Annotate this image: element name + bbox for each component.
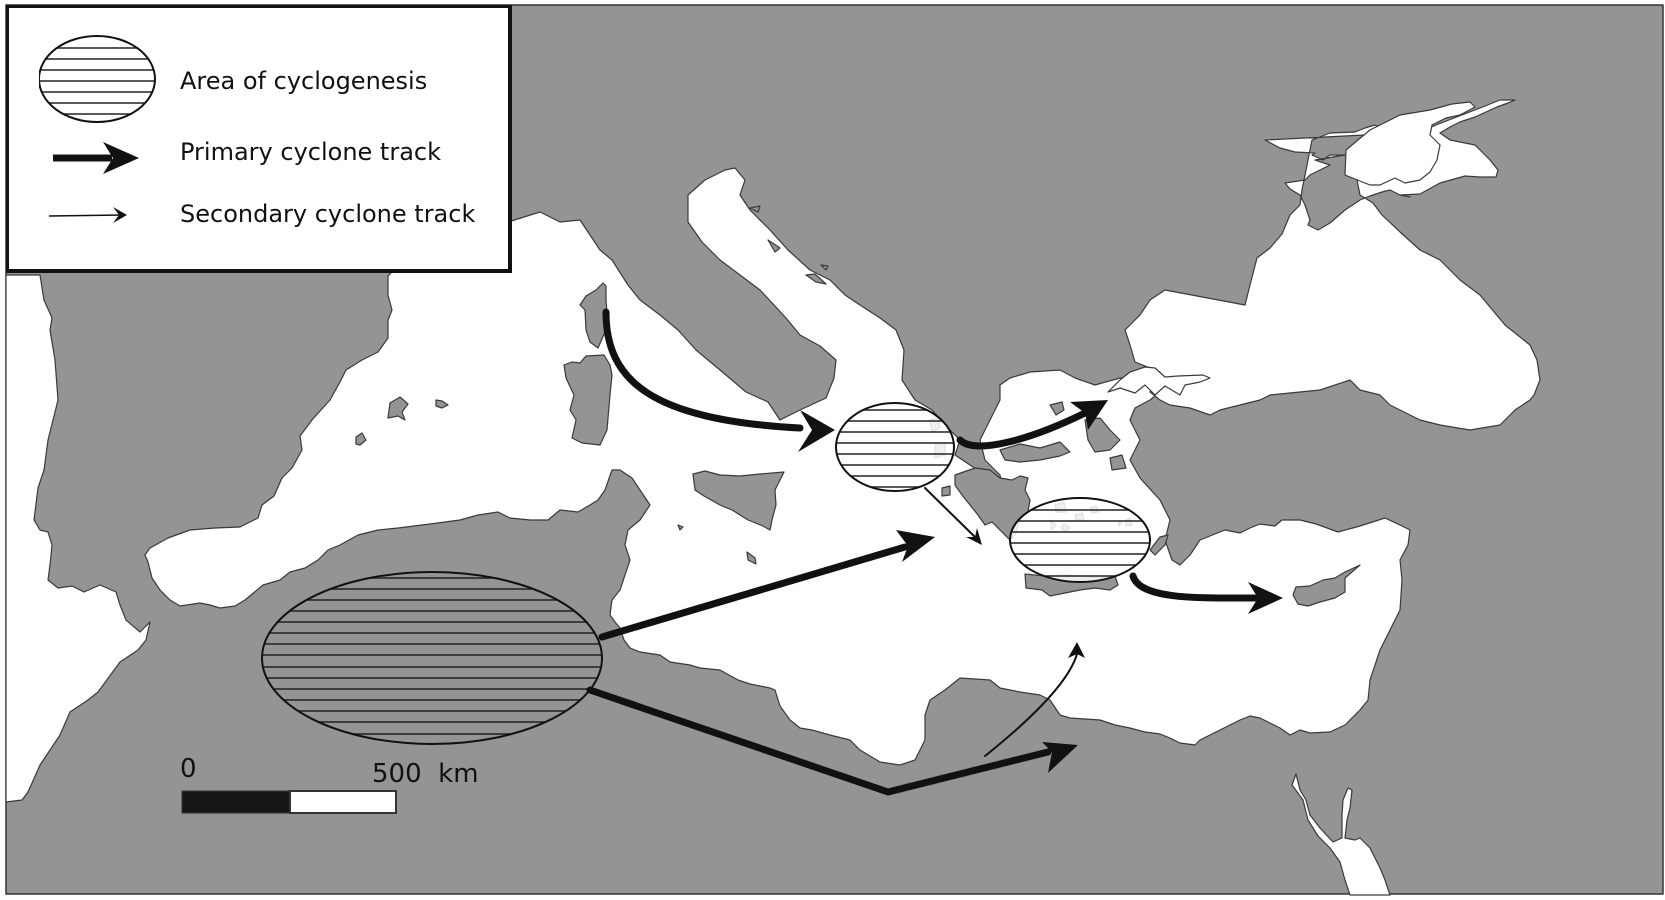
black-sea — [1124, 99, 1541, 431]
map-legend: Area of cyclogenesis Primary cyclone tra… — [6, 5, 512, 273]
thin-arrow-icon — [43, 204, 133, 232]
primary-track-aegean-cyprus — [1129, 572, 1283, 614]
islands — [355, 205, 1361, 607]
mediterranean-sea — [144, 167, 1411, 766]
legend-label-secondary-track: Secondary cyclone track — [180, 200, 476, 228]
scale-bar-white-segment — [289, 790, 397, 814]
secondary-track-ionian-greece — [924, 487, 982, 545]
scale-bar-start-label: 0 — [180, 754, 197, 784]
primary-track-africa-egypt — [586, 686, 1078, 796]
sea-of-marmara — [1107, 366, 1211, 396]
scale-bar-end-label: 500 km — [372, 759, 479, 789]
red-sea — [1291, 773, 1391, 896]
cyclogenesis-area-ionian — [835, 402, 955, 492]
secondary-track-libya-east-med — [984, 642, 1085, 757]
scale-bar-black-segment — [181, 790, 292, 814]
sea-of-azov — [1344, 101, 1476, 186]
legend-label-primary-track: Primary cyclone track — [180, 138, 441, 166]
scale-bar: 0 500 km — [180, 754, 479, 814]
legend-label-cyclogenesis: Area of cyclogenesis — [180, 67, 428, 95]
primary-track-genoa-ionian — [602, 308, 835, 452]
atlantic-ocean — [5, 274, 151, 803]
hatched-ellipse-icon — [38, 33, 159, 129]
primary-track-ionian-north-aegean — [956, 400, 1108, 450]
cyclogenesis-area-aegean — [1009, 497, 1151, 583]
thick-arrow-icon — [47, 138, 142, 182]
primary-track-africa-central-med — [598, 530, 935, 641]
